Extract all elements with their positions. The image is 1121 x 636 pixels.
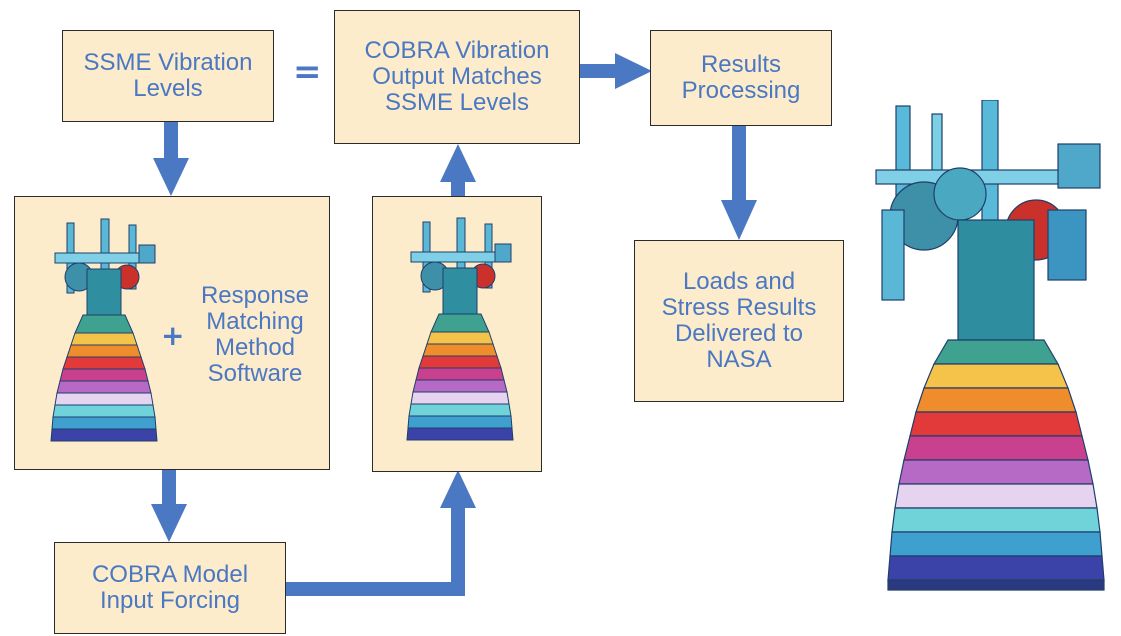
box-loads-and-stress-results-label: Loads and Stress Results Delivered to NA… [661, 268, 817, 373]
arrow-forcing-to-model2 [284, 470, 476, 596]
equals-operator: = [293, 52, 322, 92]
rocket-engine-model-icon [50, 218, 158, 442]
arrow-model-to-forcing [151, 469, 187, 542]
arrow-model2-to-output [440, 144, 476, 198]
arrow-output-to-results [580, 53, 652, 89]
rocket-engine-model-large-icon [875, 100, 1105, 591]
box-loads-and-stress-results: Loads and Stress Results Delivered to NA… [634, 240, 844, 402]
plus-operator: + [161, 322, 184, 350]
plus-symbol: + [161, 319, 185, 352]
equals-symbol: = [293, 52, 322, 92]
box-cobra-model-input-forcing-label: COBRA Model Input Forcing [91, 561, 249, 614]
box-ssme-vibration-levels-label: SSME Vibration Levels [83, 49, 253, 102]
box-results-processing: Results Processing [650, 30, 832, 126]
arrow-results-to-loads [721, 126, 757, 240]
box-cobra-vibration-output-label: COBRA Vibration Output Matches SSME Leve… [364, 37, 550, 116]
box-ssme-vibration-levels: SSME Vibration Levels [62, 30, 274, 122]
response-matching-label: Response Matching Method Software [200, 282, 310, 387]
box-results-processing-label: Results Processing [681, 51, 801, 104]
arrow-ssme-to-model [153, 122, 189, 196]
rocket-engine-model-icon [406, 217, 514, 441]
box-cobra-vibration-output: COBRA Vibration Output Matches SSME Leve… [334, 10, 580, 144]
box-engine-model [372, 196, 542, 472]
box-response-matching: + Response Matching Method Software [14, 196, 330, 470]
box-cobra-model-input-forcing: COBRA Model Input Forcing [54, 542, 286, 634]
